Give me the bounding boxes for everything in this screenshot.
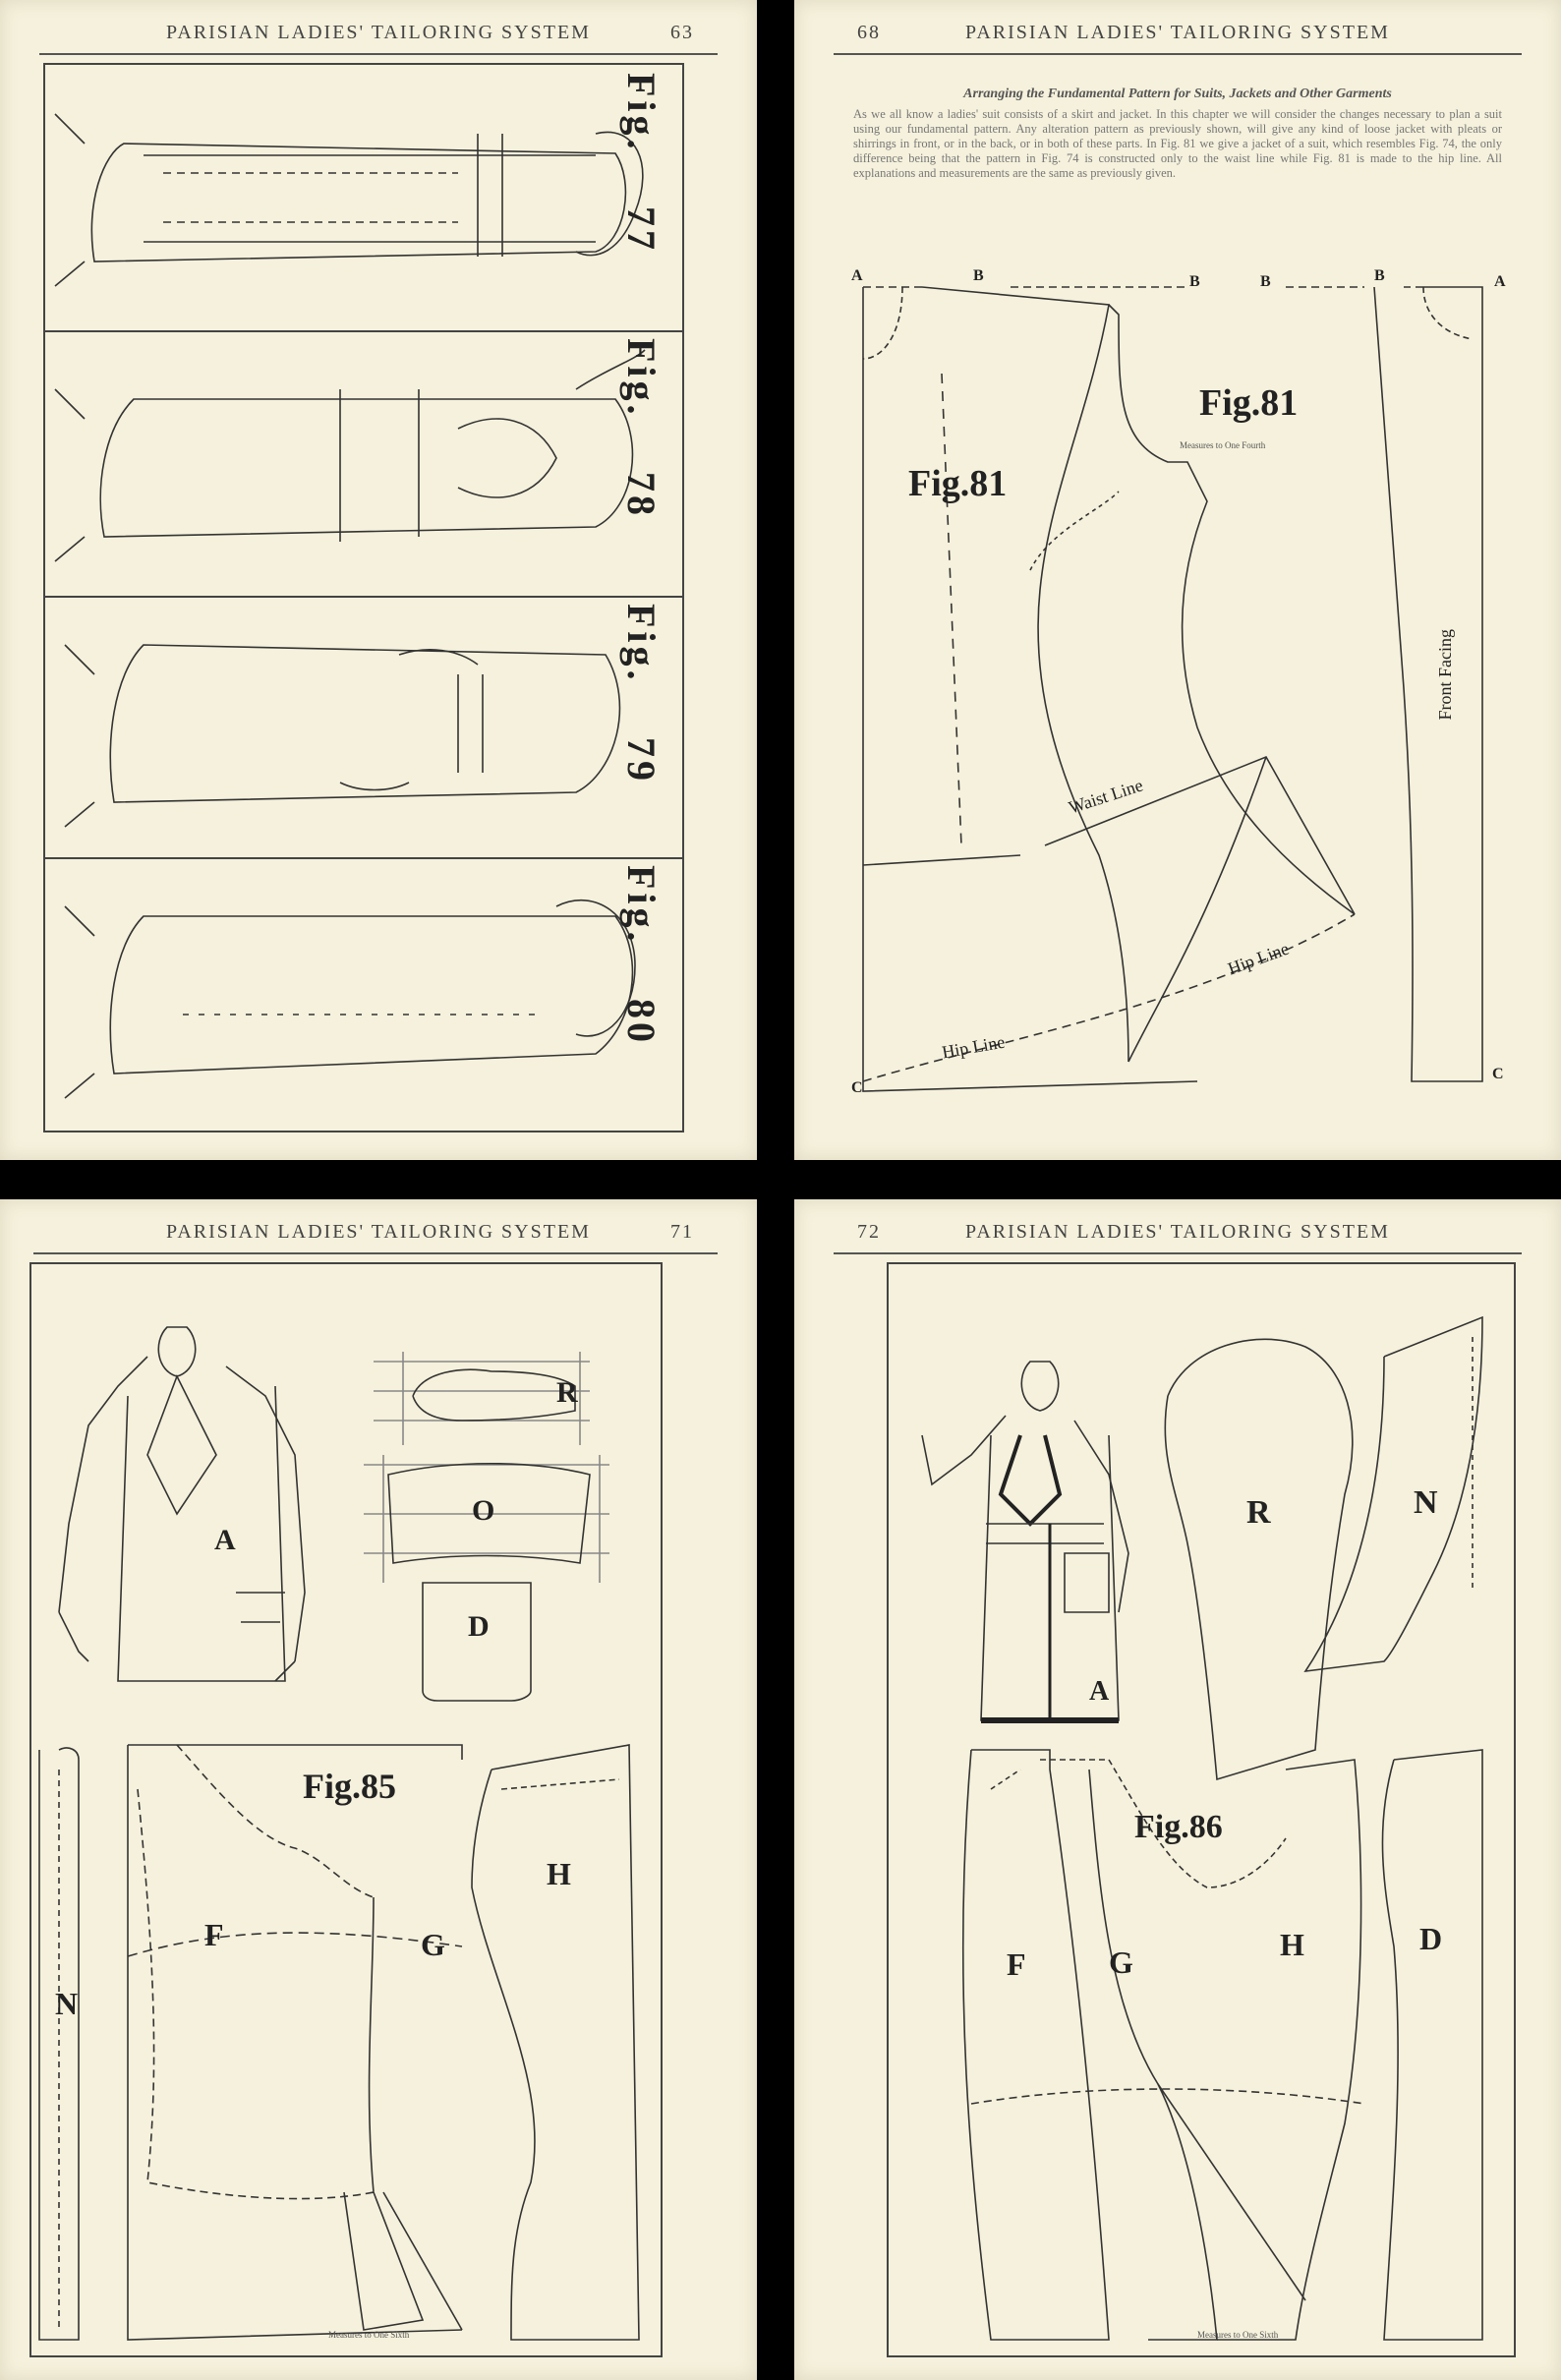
- figure-label: Fig.: [619, 604, 664, 684]
- piece-label-o: O: [472, 1494, 495, 1527]
- header-rule: [834, 53, 1522, 55]
- point-label-a: A: [1494, 273, 1506, 290]
- piece-label-f: F: [204, 1917, 224, 1952]
- scale-caption: Measures to One Sixth: [328, 2330, 410, 2340]
- header-rule: [39, 53, 718, 55]
- figure-number: 79: [619, 736, 664, 784]
- header-rule: [834, 1252, 1522, 1254]
- page-71: PARISIAN LADIES' TAILORING SYSTEM 71: [0, 1199, 757, 2380]
- page-number: 71: [670, 1221, 694, 1243]
- body-paragraph: As we all know a ladies' suit consists o…: [853, 107, 1502, 180]
- figure-label-right: Fig.81: [1199, 382, 1299, 424]
- page-63: PARISIAN LADIES' TAILORING SYSTEM 63 Fig…: [0, 0, 757, 1160]
- point-label-b: B: [973, 267, 984, 284]
- figure-panel-78: Fig. 78: [45, 330, 682, 598]
- piece-label-g: G: [421, 1927, 445, 1962]
- page-number: 63: [670, 22, 694, 43]
- page-68: 68 PARISIAN LADIES' TAILORING SYSTEM Arr…: [794, 0, 1561, 1160]
- figure-panel-79: Fig. 79: [45, 596, 682, 859]
- piece-label-f: F: [1007, 1946, 1026, 1982]
- piece-label-r: R: [556, 1376, 578, 1409]
- piece-label-n: N: [1414, 1484, 1438, 1521]
- page-header: 68 PARISIAN LADIES' TAILORING SYSTEM: [794, 22, 1561, 45]
- intro-text: Arranging the Fundamental Pattern for Su…: [853, 87, 1502, 181]
- header-title: PARISIAN LADIES' TAILORING SYSTEM: [166, 22, 591, 43]
- page-header: PARISIAN LADIES' TAILORING SYSTEM 63: [0, 22, 757, 45]
- scale-caption: Measures to One Fourth: [1180, 440, 1266, 450]
- page-header: PARISIAN LADIES' TAILORING SYSTEM 71: [0, 1221, 757, 1245]
- point-label-c: C: [1492, 1066, 1504, 1082]
- figure-label: Fig.: [619, 73, 664, 153]
- scale-caption: Measures to One Sixth: [1197, 2330, 1279, 2340]
- figure-label: Fig.: [619, 865, 664, 946]
- page-72: 72 PARISIAN LADIES' TAILORING SYSTEM: [794, 1199, 1561, 2380]
- point-label-c: C: [851, 1079, 863, 1096]
- point-label-a: A: [851, 267, 863, 284]
- piece-label-h: H: [1280, 1927, 1304, 1962]
- point-label-b: B: [1189, 273, 1200, 290]
- figure-label: Fig.85: [303, 1767, 396, 1806]
- figure-panel-77: Fig. 77: [45, 65, 682, 332]
- figure-number: 78: [619, 471, 664, 519]
- piece-label-d: D: [468, 1610, 490, 1643]
- header-title: PARISIAN LADIES' TAILORING SYSTEM: [965, 22, 1390, 43]
- piece-label-r: R: [1246, 1494, 1271, 1531]
- piece-label-g: G: [1109, 1945, 1133, 1980]
- figure-frame: [29, 1262, 663, 2357]
- piece-label-d: D: [1419, 1921, 1443, 1956]
- piece-label-n: N: [55, 1986, 79, 2021]
- dress-illustration: [64, 899, 636, 1099]
- front-facing-label: Front Facing: [1435, 629, 1455, 721]
- figure-panel-80: Fig. 80: [45, 857, 682, 1131]
- point-label-b: B: [1260, 273, 1271, 290]
- header-rule: [33, 1252, 718, 1254]
- figure-frame: Fig. 77 Fig. 78: [43, 63, 684, 1132]
- section-heading: Arranging the Fundamental Pattern for Su…: [963, 87, 1392, 101]
- figure-number: 77: [619, 205, 664, 254]
- figure-frame: [887, 1262, 1516, 2357]
- point-label-b: B: [1374, 267, 1385, 284]
- pattern-drafting-diagram: [862, 286, 1483, 1092]
- piece-label-a: A: [1089, 1676, 1110, 1707]
- page-number: 72: [857, 1221, 881, 1243]
- jacket-pattern-diagram: [921, 1315, 1483, 2341]
- figure-label: Fig.: [619, 338, 664, 419]
- dress-illustration: [54, 349, 646, 562]
- page-number: 68: [857, 22, 881, 43]
- page-header: 72 PARISIAN LADIES' TAILORING SYSTEM: [794, 1221, 1561, 1245]
- figure-label-left: Fig.81: [908, 463, 1008, 504]
- figure-number: 80: [619, 998, 664, 1046]
- figure-label: Fig.86: [1134, 1809, 1223, 1845]
- piece-label-h: H: [547, 1856, 571, 1891]
- jacket-pattern-diagram: [38, 1326, 640, 2341]
- header-title: PARISIAN LADIES' TAILORING SYSTEM: [166, 1221, 591, 1243]
- coat-illustration: [64, 644, 621, 828]
- header-title: PARISIAN LADIES' TAILORING SYSTEM: [965, 1221, 1390, 1243]
- dress-illustration: [54, 113, 644, 287]
- piece-label-a: A: [214, 1524, 236, 1556]
